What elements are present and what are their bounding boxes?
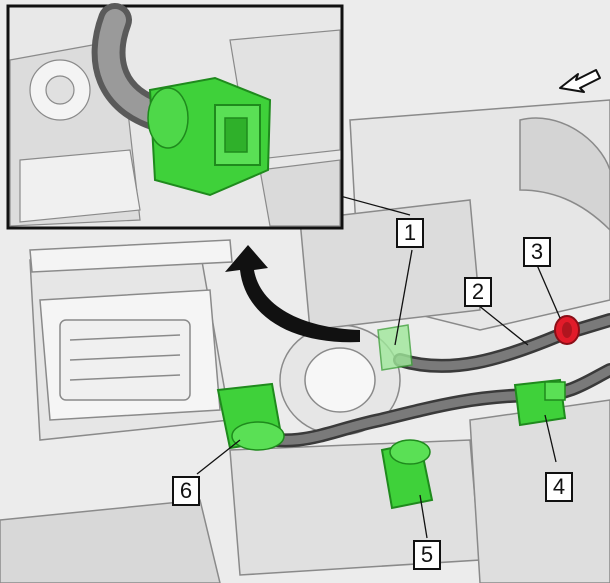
inset-connector [147,76,272,197]
connector-4 [513,378,567,427]
callout-5: 5 [413,540,441,570]
callout-2: 2 [464,277,492,307]
callout-3: 3 [523,237,551,267]
wiring-harness [243,313,610,448]
inset-detail [6,3,344,230]
connector-6 [216,382,285,451]
red-clip [554,315,580,345]
connector-1-main [377,324,413,371]
direction-arrow-icon [559,69,601,93]
callout-4: 4 [545,472,573,502]
callout-1: 1 [396,218,424,248]
curved-arrow-icon [225,245,360,343]
connector-5 [380,439,434,510]
callout-6: 6 [172,476,200,506]
